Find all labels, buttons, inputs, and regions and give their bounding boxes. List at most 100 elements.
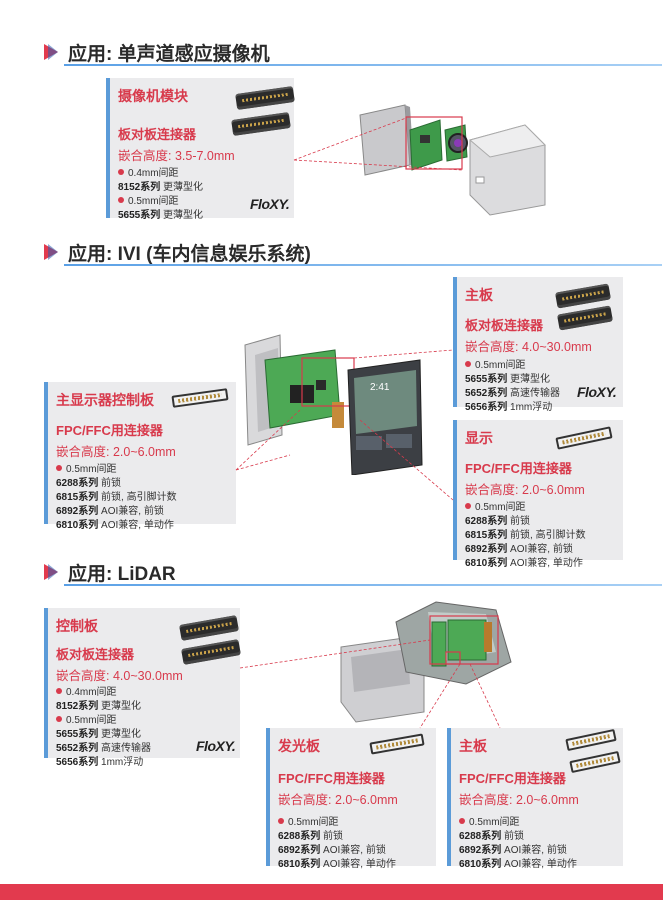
heading-arrow-shade <box>48 564 58 580</box>
series-name: 6288系列 <box>465 516 508 527</box>
series-name: 6810系列 <box>459 859 502 870</box>
bullet-dot-icon <box>118 169 124 175</box>
heading-rule <box>64 584 662 586</box>
card-title: 控制板 <box>56 618 98 634</box>
series-name: 5652系列 <box>465 388 508 399</box>
series-name: 5652系列 <box>56 743 99 754</box>
spec-row: 5656系列 1mm浮动 <box>465 401 623 415</box>
series-name: 6288系列 <box>278 831 321 842</box>
series-name: 8152系列 <box>118 182 161 193</box>
series-name: 6815系列 <box>465 530 508 541</box>
bullet-dot-icon <box>465 361 471 367</box>
bullet-dot-icon <box>56 688 62 694</box>
ivi-display-control-card: 主显示器控制板 FPC/FFC用连接器 嵌合高度: 2.0~6.0mm 0.5m… <box>44 382 236 531</box>
spec-text: 更薄型化 <box>510 374 551 385</box>
series-name: 5656系列 <box>465 402 508 413</box>
card-title: 摄像机模块 <box>118 88 188 104</box>
spec-row: 6892系列 AOI兼容, 前锁 <box>278 844 436 858</box>
spec-text: 前锁, 高引脚计数 <box>101 492 177 503</box>
bullet-dot-icon <box>56 465 62 471</box>
floxy-logo: FloXY. <box>196 738 236 754</box>
spec-row: 6810系列 AOI兼容, 单动作 <box>459 858 623 872</box>
heading-rule <box>64 264 662 266</box>
spec-text: 前锁 <box>323 831 344 842</box>
spec-text: 前锁 <box>101 478 122 489</box>
mating-height: 嵌合高度: 4.0~30.0mm <box>465 340 592 354</box>
card-title: 发光板 <box>278 738 320 754</box>
series-name: 6892系列 <box>465 544 508 555</box>
series-name: 6810系列 <box>465 558 508 569</box>
spec-text: AOI兼容, 单动作 <box>101 520 174 531</box>
spec-text: 1mm浮动 <box>101 757 144 768</box>
spec-text: 更薄型化 <box>163 210 204 221</box>
mating-height: 嵌合高度: 2.0~6.0mm <box>278 793 398 807</box>
series-name: 6892系列 <box>56 506 99 517</box>
camera-module-illustration <box>359 104 547 216</box>
series-name: 6815系列 <box>56 492 99 503</box>
spec-row: 5655系列 更薄型化 <box>465 373 623 387</box>
spec-row: 5655系列 更薄型化 <box>56 728 240 742</box>
card-subtitle: 板对板连接器 <box>56 647 135 662</box>
spec-text: AOI兼容, 单动作 <box>323 859 396 870</box>
series-name: 5655系列 <box>465 374 508 385</box>
series-name: 5655系列 <box>118 210 161 221</box>
spec-row: 0.5mm间距 <box>56 714 240 728</box>
spec-text: 0.5mm间距 <box>475 502 526 513</box>
spec-text: 0.5mm间距 <box>128 196 179 207</box>
spec-text: 前锁 <box>510 516 531 527</box>
spec-text: 0.5mm间距 <box>469 817 520 828</box>
heading-rule <box>64 64 662 66</box>
section-title: 应用: LiDAR <box>68 564 176 585</box>
bullet-dot-icon <box>278 818 284 824</box>
spec-row: 0.4mm间距 <box>56 686 240 700</box>
mating-height: 嵌合高度: 2.0~6.0mm <box>459 793 579 807</box>
mating-height: 嵌合高度: 3.5-7.0mm <box>118 149 235 163</box>
card-subtitle: 板对板连接器 <box>465 318 544 333</box>
spec-row: 5656系列 1mm浮动 <box>56 756 240 770</box>
spec-list: 0.4mm间距 8152系列 更薄型化 0.5mm间距 5655系列 更薄型化 <box>118 167 294 223</box>
spec-text: AOI兼容, 单动作 <box>504 859 577 870</box>
series-name: 5655系列 <box>56 729 99 740</box>
spec-row: 6288系列 前锁 <box>56 477 236 491</box>
card-title: 主板 <box>465 287 493 303</box>
spec-row: 5652系列 高速传输器 <box>465 387 623 401</box>
spec-row: 6815系列 前锁, 高引脚计数 <box>56 491 236 505</box>
footer-bar <box>0 884 663 900</box>
spec-text: 高速传输器 <box>101 743 152 754</box>
spec-text: 0.5mm间距 <box>66 464 117 475</box>
series-name: 6810系列 <box>278 859 321 870</box>
spec-row: 6815系列 前锁, 高引脚计数 <box>465 529 623 543</box>
mating-height: 嵌合高度: 2.0~6.0mm <box>465 483 585 497</box>
screen-clock: 2:41 <box>370 382 390 393</box>
spec-row: 6892系列 AOI兼容, 前锁 <box>56 505 236 519</box>
card-title: 主板 <box>459 738 487 754</box>
spec-row: 6892系列 AOI兼容, 前锁 <box>465 543 623 557</box>
series-name: 6810系列 <box>56 520 99 531</box>
card-subtitle: FPC/FFC用连接器 <box>465 461 572 476</box>
card-subtitle: FPC/FFC用连接器 <box>278 771 385 786</box>
section-title: 应用: IVI (车内信息娱乐系统) <box>68 244 311 265</box>
spec-text: 0.5mm间距 <box>288 817 339 828</box>
spec-row: 6892系列 AOI兼容, 前锁 <box>459 844 623 858</box>
spec-text: 0.5mm间距 <box>66 715 117 726</box>
spec-row: 5655系列 更薄型化 <box>118 209 294 223</box>
card-subtitle: FPC/FFC用连接器 <box>459 771 566 786</box>
spec-row: 6810系列 AOI兼容, 单动作 <box>465 557 623 571</box>
spec-text: 前锁, 高引脚计数 <box>510 530 586 541</box>
lidar-unit-illustration <box>340 601 512 723</box>
spec-text: 0.4mm间距 <box>128 168 179 179</box>
bullet-dot-icon <box>118 197 124 203</box>
spec-row: 0.5mm间距 <box>459 816 623 830</box>
card-title: 主显示器控制板 <box>56 392 154 408</box>
spec-row: 6288系列 前锁 <box>278 830 436 844</box>
ivi-display-illustration: 2:41 <box>244 334 423 475</box>
bullet-dot-icon <box>459 818 465 824</box>
section-title: 应用: 单声道感应摄像机 <box>68 44 270 65</box>
